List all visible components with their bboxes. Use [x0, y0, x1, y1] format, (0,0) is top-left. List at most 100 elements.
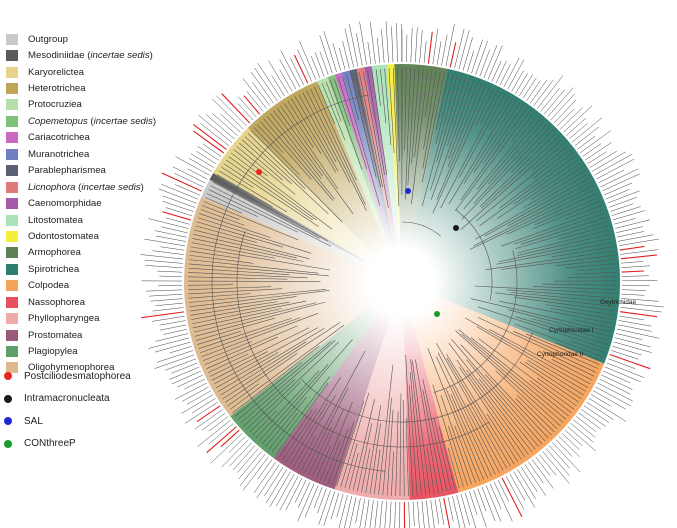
leaf-label [151, 315, 185, 322]
legend-item: Prostomatea [6, 327, 181, 343]
clade-sector [213, 127, 381, 267]
branch [199, 317, 301, 354]
legend-label: Licnophora (incertae sedis) [28, 181, 144, 193]
branch [352, 399, 375, 491]
branch [578, 267, 616, 271]
branch [224, 352, 298, 403]
branch [386, 409, 394, 496]
branch [192, 300, 307, 325]
branch [515, 316, 607, 345]
branch [294, 96, 339, 172]
leaf-label [220, 429, 240, 448]
branch [517, 229, 610, 254]
leaf-label [612, 210, 646, 221]
branch [388, 68, 395, 153]
branch [276, 108, 354, 215]
leaf-label [520, 466, 538, 493]
leaf-label [491, 60, 502, 82]
leaf-label [279, 59, 297, 90]
leaf-label-ring [140, 21, 664, 528]
leaf-label [206, 426, 237, 454]
legend-swatch [6, 83, 18, 95]
leaf-label [537, 75, 564, 109]
node-key-label: Intramacronucleata [24, 393, 110, 405]
branch [435, 74, 454, 144]
leaf-label [157, 270, 183, 273]
legend-item: Phyllopharyngea [6, 310, 181, 326]
leaf-label [187, 390, 211, 405]
leaf-label [257, 459, 273, 480]
leaf-label [253, 461, 276, 493]
branch [487, 121, 544, 185]
branch [306, 90, 367, 211]
leaf-label [606, 362, 645, 378]
leaf-label [526, 80, 541, 101]
leaf-label [181, 394, 214, 414]
branch [247, 133, 306, 189]
leaf-label [268, 60, 289, 94]
leaf-label [410, 27, 413, 63]
clade-sector [316, 77, 392, 255]
leaf-label [228, 436, 246, 453]
branch [433, 418, 452, 491]
branch [485, 250, 614, 271]
leaf-label [257, 62, 282, 99]
legend-label: Phyllopharyngea [28, 313, 100, 325]
clade-sector [341, 70, 395, 254]
branch [506, 193, 597, 235]
branch [218, 170, 288, 213]
legend-label: Litostomatea [28, 214, 83, 226]
branch [520, 217, 607, 245]
leaf-label [497, 479, 509, 502]
branch [438, 426, 456, 490]
leaf-label [269, 471, 291, 507]
clade-sector [409, 293, 605, 493]
leaf-label [221, 439, 249, 468]
branch [565, 205, 602, 220]
branch [265, 396, 307, 447]
branch [210, 185, 332, 247]
branch [266, 115, 335, 200]
branch [475, 174, 588, 240]
leaf-label [297, 481, 311, 508]
leaf-label [285, 477, 303, 511]
leaf-label [590, 394, 611, 407]
branch [476, 326, 587, 392]
leaf-label [297, 49, 313, 82]
leaf-label [196, 405, 221, 423]
leaf-label [605, 189, 630, 200]
leaf-label [566, 117, 587, 136]
clade-sector [273, 306, 393, 490]
branch [188, 272, 308, 279]
branch [214, 177, 329, 242]
leaf-label [621, 289, 646, 291]
branch [287, 100, 322, 154]
branch [371, 70, 388, 175]
branch [514, 323, 603, 357]
branch [249, 381, 301, 433]
leaf-label [229, 442, 252, 467]
leaf-label [618, 234, 654, 242]
node-key-label: SAL [24, 415, 43, 427]
leaf-label [220, 113, 241, 133]
branch [271, 376, 331, 453]
branch [188, 284, 234, 286]
legend-item: Copemetopus (incertae sedis) [6, 113, 181, 129]
leaf-label [369, 500, 374, 528]
branch [314, 86, 357, 181]
branch [206, 193, 258, 217]
branch [463, 100, 517, 184]
leaf-label [616, 328, 660, 339]
branch [202, 341, 253, 362]
branch [392, 68, 400, 207]
legend-label: Muranotrichea [28, 148, 90, 160]
leaf-label [197, 419, 231, 448]
branch [255, 370, 320, 439]
branch [308, 426, 332, 475]
leaf-label [460, 493, 470, 526]
branch [200, 209, 245, 226]
leaf-label [148, 294, 183, 297]
leaf-label [473, 489, 487, 528]
branch [430, 77, 466, 191]
branch [223, 163, 319, 227]
